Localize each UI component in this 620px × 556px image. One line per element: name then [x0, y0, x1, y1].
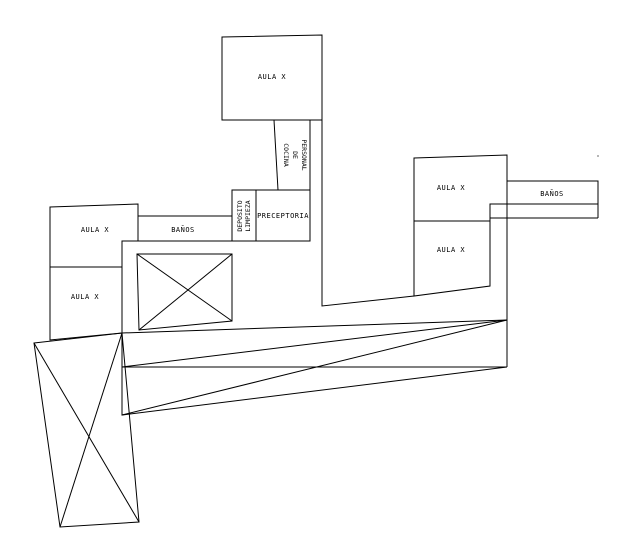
room-deposito-limpieza: DEPOSITO LIMPIEZA	[231, 189, 257, 242]
room-aula-left-lower: AULA X	[49, 266, 123, 341]
room-label-aula-top: AULA X	[258, 73, 287, 81]
room-label-preceptoria: PRECEPTORIA	[257, 212, 309, 220]
room-label-deposito-line1: DEPOSITO	[236, 200, 244, 231]
room-banos-left: BAÑOS	[137, 215, 233, 242]
room-banos-right: BAÑOS	[490, 180, 599, 219]
room-aula-right-lower: AULA X	[413, 220, 491, 297]
main-corridor	[121, 241, 508, 416]
room-preceptoria: PRECEPTORIA	[255, 189, 311, 242]
room-label-aula-right-lower: AULA X	[437, 246, 466, 254]
corridor-wall	[321, 120, 415, 307]
room-label-deposito-line2: LIMPIEZA	[244, 200, 252, 231]
room-aula-left-upper: AULA X	[49, 203, 139, 268]
room-cocina-personal: COCINA DE PERSONAL	[273, 119, 311, 191]
stray-mark	[597, 155, 599, 157]
room-label-aula-left-lower: AULA X	[71, 293, 100, 301]
room-aula-right-upper: AULA X	[413, 154, 508, 222]
room-label-banos-right: BAÑOS	[540, 189, 564, 198]
room-label-aula-right-upper: AULA X	[437, 184, 466, 192]
room-label-banos-left: BAÑOS	[171, 225, 195, 234]
room-label-aula-left-upper: AULA X	[81, 226, 110, 234]
stair-void	[33, 332, 140, 528]
room-aula-top: AULA X	[221, 34, 323, 121]
courtyard-void	[136, 253, 233, 331]
room-label-cocina-line3: PERSONAL	[300, 139, 308, 170]
room-label-cocina-line1: COCINA	[282, 143, 290, 167]
room-label-cocina-line2: DE	[291, 151, 299, 159]
